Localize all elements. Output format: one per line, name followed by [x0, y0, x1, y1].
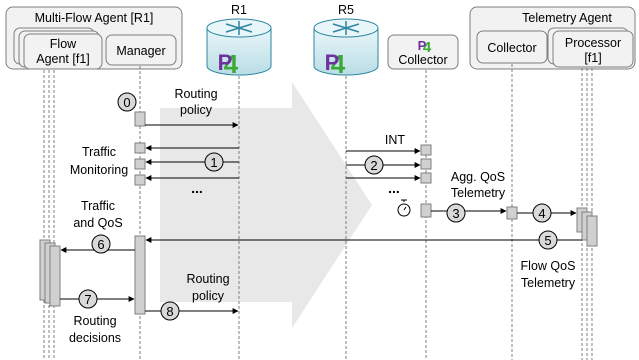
- telemetry-agent-label: Telemetry Agent: [522, 11, 612, 25]
- collector-box: [476, 30, 548, 64]
- svg-text:1: 1: [210, 155, 217, 170]
- svg-text:8: 8: [166, 304, 173, 319]
- svg-text:0: 0: [123, 95, 130, 110]
- stopwatch-icon: [397, 199, 411, 217]
- p4-logo-small: 4 P: [418, 38, 432, 56]
- telemetry-agent: Telemetry Agent Collector Processor [f1]: [469, 6, 636, 70]
- routing-policy-label-top-2: policy: [180, 103, 213, 117]
- collector-label: Collector: [487, 41, 536, 55]
- manager-label: Manager: [116, 44, 165, 58]
- svg-text:7: 7: [84, 292, 91, 307]
- router-r1: R1 4 P: [206, 3, 272, 79]
- traffic-qos-label-1: Traffic: [81, 199, 115, 213]
- ellipsis-left: ...: [191, 180, 203, 196]
- svg-text:4: 4: [331, 49, 346, 79]
- flow-agent-box: [23, 33, 103, 70]
- svg-text:P: P: [218, 50, 233, 75]
- routing-decisions-label-2: decisions: [69, 331, 121, 345]
- ellipsis-right: ...: [388, 180, 400, 196]
- step-6: 6: [91, 234, 111, 254]
- svg-text:3: 3: [452, 206, 459, 221]
- routing-policy-label-top-1: Routing: [174, 87, 217, 101]
- processor-box: [552, 30, 634, 68]
- r1-label: R1: [231, 3, 247, 17]
- step-markers: 0 1 2 3 4 5 6 7: [78, 92, 558, 321]
- router-icon: [313, 18, 379, 76]
- transition-arrow: [160, 82, 372, 328]
- routing-policy-label-bottom-2: policy: [192, 289, 225, 303]
- svg-text:4: 4: [224, 49, 239, 79]
- routing-policy-label-bottom-1: Routing: [186, 272, 229, 286]
- agg-qos-label-2: Telemetry: [451, 186, 506, 200]
- svg-text:6: 6: [97, 237, 104, 252]
- router-icon: [206, 18, 272, 76]
- r5-label: R5: [338, 3, 354, 17]
- message-labels: Routing policy INT Traffic Monitoring ..…: [69, 87, 576, 345]
- svg-text:4: 4: [423, 39, 432, 56]
- step-8: 8: [160, 301, 180, 321]
- agg-qos-label-1: Agg. QoS: [451, 170, 505, 184]
- step-2: 2: [364, 155, 384, 175]
- flow-qos-label-2: Telemetry: [521, 276, 576, 290]
- int-label: INT: [385, 133, 406, 147]
- svg-text:4: 4: [538, 206, 545, 221]
- routing-decisions-label-1: Routing: [73, 314, 116, 328]
- p4-collector: 4 P Collector: [387, 34, 459, 70]
- step-3: 3: [446, 203, 466, 223]
- p4-collector-label: Collector: [398, 53, 447, 67]
- traffic-monitoring-label-2: Monitoring: [70, 163, 128, 177]
- svg-text:2: 2: [370, 158, 377, 173]
- traffic-monitoring-label-1: Traffic: [82, 145, 116, 159]
- flow-agent-label-2: Agent [f1]: [36, 52, 90, 66]
- processor-label-1: Processor: [565, 36, 621, 50]
- p4-logo: 4 P: [325, 49, 346, 79]
- step-0: 0: [117, 92, 137, 112]
- flow-qos-label-1: Flow QoS: [521, 259, 576, 273]
- step-1: 1: [204, 152, 224, 172]
- flow-agent-label-1: Flow: [50, 37, 77, 51]
- router-r5: R5 4 P: [313, 3, 379, 79]
- activation-boxes: [39, 111, 598, 315]
- svg-text:P: P: [325, 50, 340, 75]
- multi-flow-agent-label: Multi-Flow Agent [R1]: [35, 11, 154, 25]
- processor-label-2: [f1]: [584, 51, 601, 65]
- step-5: 5: [538, 230, 558, 250]
- step-7: 7: [78, 289, 98, 309]
- traffic-qos-label-2: and QoS: [73, 216, 122, 230]
- svg-text:5: 5: [544, 233, 551, 248]
- p4-logo: 4 P: [218, 49, 239, 79]
- manager-box: [105, 34, 177, 66]
- step-4: 4: [532, 203, 552, 223]
- svg-text:P: P: [418, 38, 427, 53]
- multi-flow-agent: Multi-Flow Agent [R1] Flow Agent [f1] Ma…: [5, 6, 183, 70]
